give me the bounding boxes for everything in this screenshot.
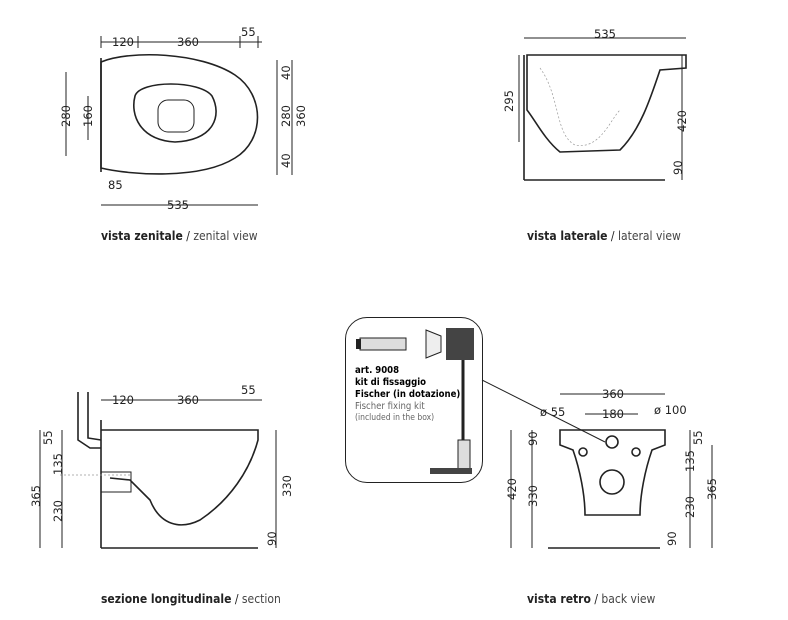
fixing-kit-callout: art. 9008 kit di fissaggio Fischer (in d… — [345, 317, 483, 483]
dim-label: 330 — [526, 485, 540, 507]
dim-label: 420 — [675, 110, 689, 132]
caption-en: zenital view — [193, 229, 258, 243]
dim-label: 90 — [526, 431, 540, 446]
dim-label: 180 — [602, 407, 624, 421]
caption-lateral: vista laterale / lateral view — [527, 229, 681, 243]
lateral-view: 535 295 420 90 — [502, 27, 689, 181]
dim-label: ø 55 — [540, 405, 565, 419]
bowl-top-outline — [100, 53, 259, 175]
dim-label: 360 — [177, 35, 199, 49]
dim-label: 360 — [294, 105, 308, 127]
zenital-view: 120 360 55 280 160 40 280 360 40 85 535 — [59, 25, 308, 212]
caption-section: sezione longitudinale / section — [101, 592, 281, 606]
dim-label: 295 — [502, 90, 516, 112]
dim-label: 160 — [81, 105, 95, 127]
dim-label: 360 — [177, 393, 199, 407]
caption-it: vista retro — [527, 592, 591, 606]
dim-label: 40 — [279, 153, 293, 168]
bowl-back-outline — [559, 429, 666, 516]
dim-label: 55 — [691, 430, 705, 445]
caption-it: vista zenitale — [101, 229, 183, 243]
kit-title-it: kit di fissaggio — [355, 377, 427, 388]
dim-label: 90 — [665, 531, 679, 546]
dim-label: 230 — [683, 496, 697, 518]
dim-label: 420 — [505, 478, 519, 500]
dim-label: 55 — [241, 25, 256, 39]
caption-en: back view — [601, 592, 656, 606]
dim-label: 365 — [29, 485, 43, 507]
bowl-side-outline — [526, 54, 687, 153]
caption-zenital: vista zenitale / zenital view — [101, 229, 258, 243]
dim-label: 40 — [279, 65, 293, 80]
dim-label: 90 — [265, 531, 279, 546]
kit-subtitle-en: (included in the box) — [355, 413, 435, 423]
dim-label: 55 — [241, 383, 256, 397]
back-view: 360 ø 55 180 ø 100 420 90 330 55 135 365… — [481, 379, 719, 549]
dim-label: 230 — [51, 500, 65, 522]
dim-label: 55 — [41, 430, 55, 445]
dim-label: 280 — [279, 105, 293, 127]
dim-label: 535 — [594, 27, 616, 41]
kit-title-en: Fischer fixing kit — [355, 401, 425, 412]
dim-label: 85 — [108, 178, 123, 192]
bowl-section-outline — [101, 429, 259, 526]
dim-label: 120 — [112, 393, 134, 407]
kit-article: art. 9008 — [355, 365, 400, 376]
dim-label: 135 — [51, 453, 65, 475]
caption-en: section — [241, 592, 281, 606]
caption-it: vista laterale — [527, 229, 608, 243]
caption-en: lateral view — [617, 229, 681, 243]
dim-label: 280 — [59, 105, 73, 127]
dim-label: 90 — [671, 160, 685, 175]
dim-label: 360 — [602, 387, 624, 401]
dim-label: 535 — [167, 198, 189, 212]
dim-label: 135 — [683, 450, 697, 472]
dim-label: 330 — [280, 475, 294, 497]
dim-label: 120 — [112, 35, 134, 49]
fixing-kit-illustration — [356, 328, 474, 474]
kit-subtitle-it: Fischer (in dotazione) — [355, 389, 461, 400]
caption-back: vista retro / back view — [527, 592, 656, 606]
dim-label: 365 — [705, 478, 719, 500]
caption-it: sezione longitudinale — [101, 592, 232, 606]
section-view: 120 360 55 55 135 365 230 330 90 — [29, 383, 294, 549]
dim-label: ø 100 — [654, 403, 687, 417]
